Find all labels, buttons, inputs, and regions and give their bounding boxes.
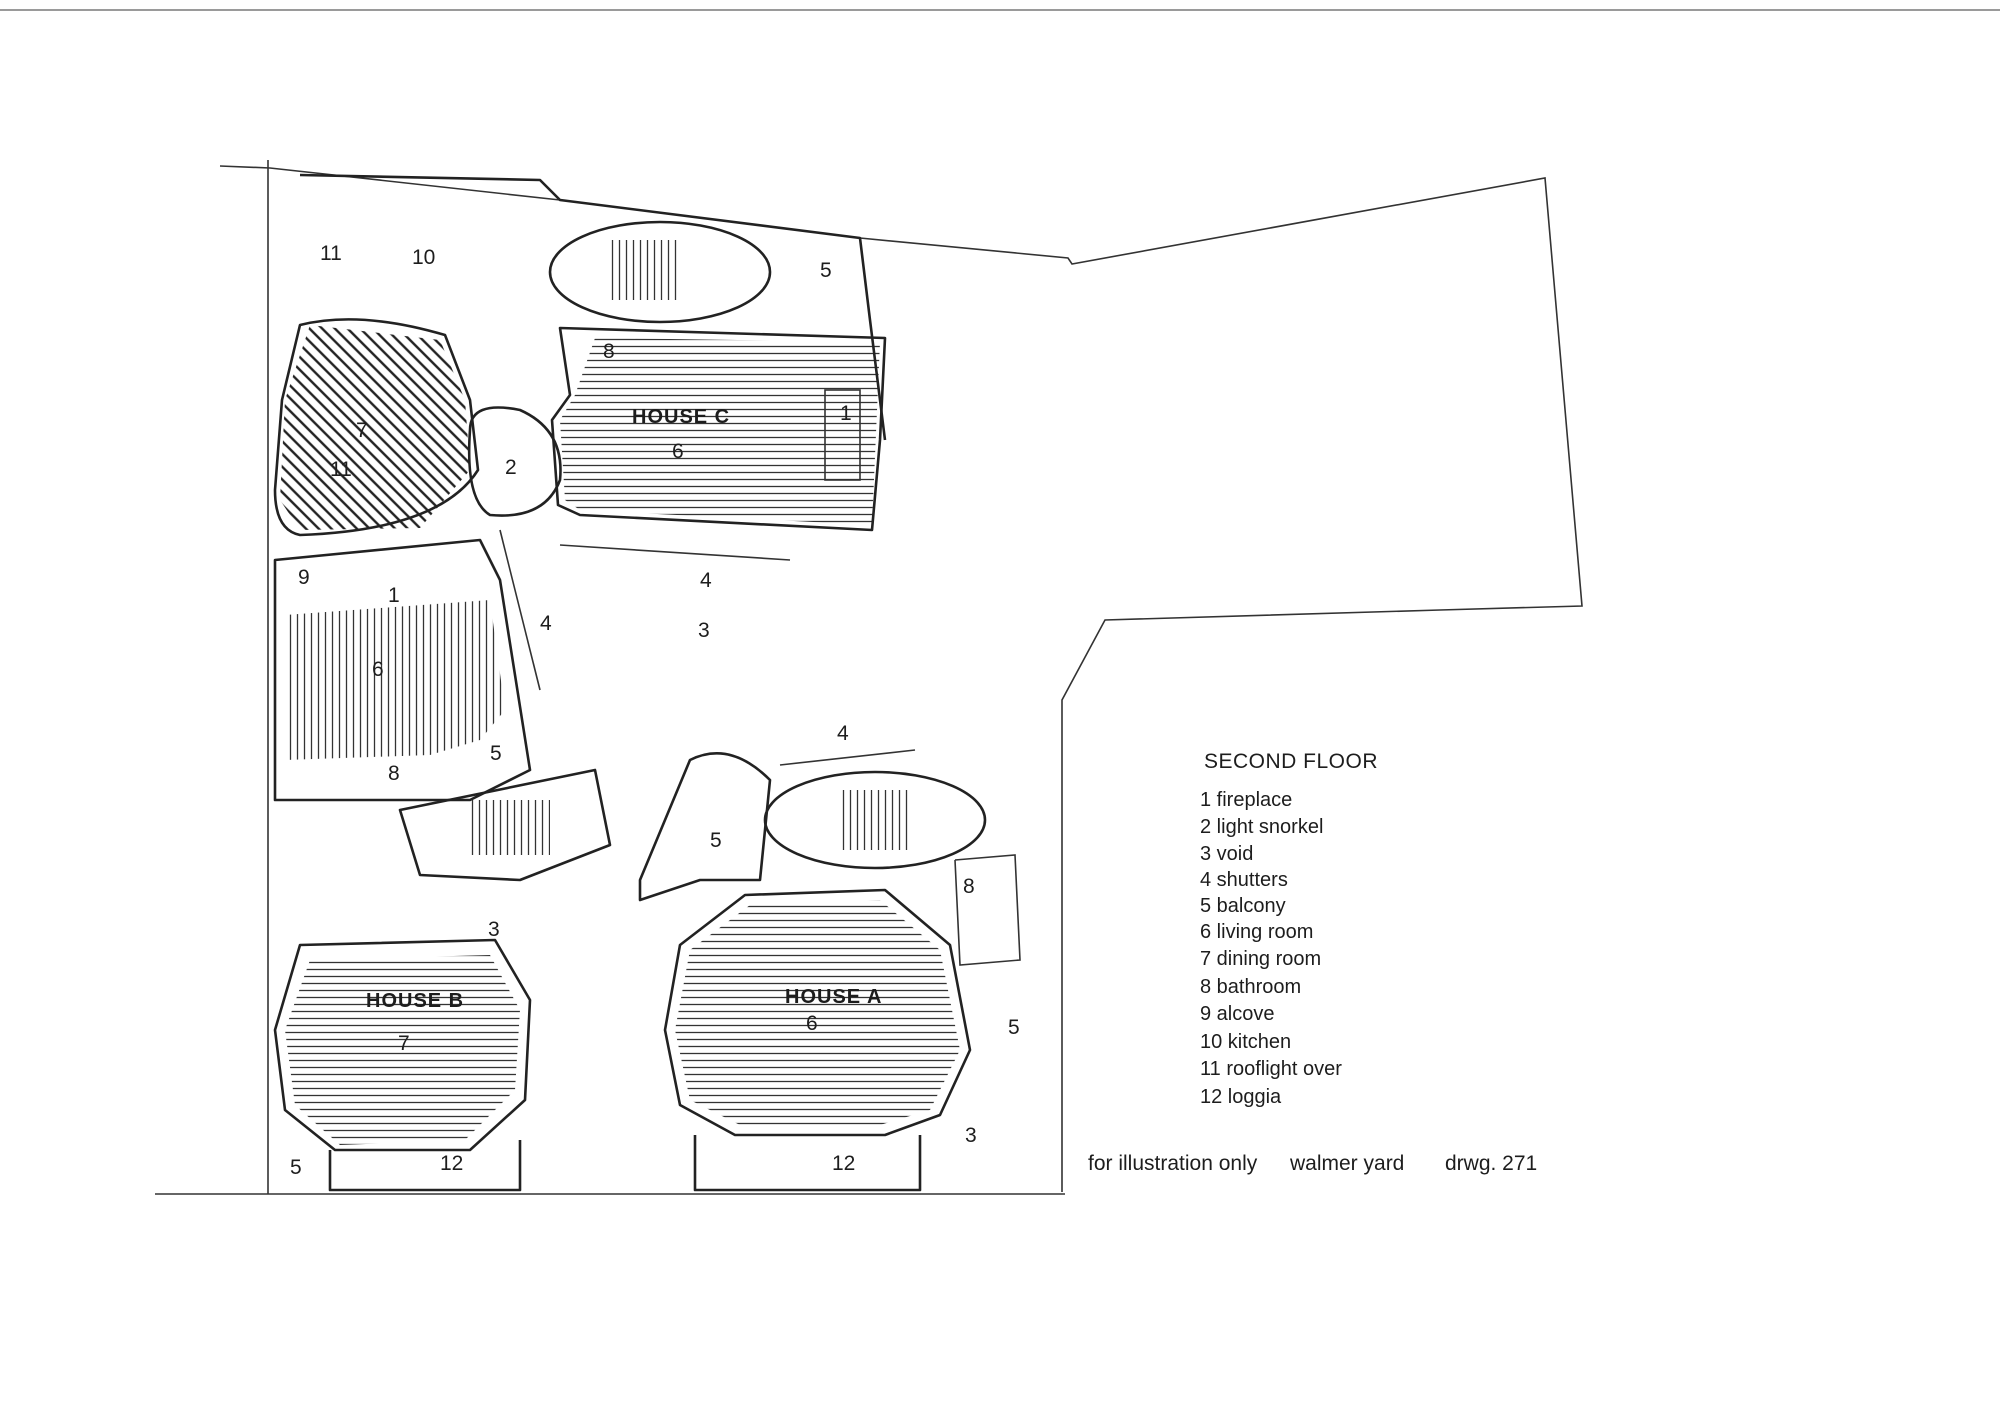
legend-item: 11 rooflight over — [1200, 1058, 1342, 1080]
house-b-stair-hatch — [470, 800, 550, 855]
legend-item: 10 kitchen — [1200, 1031, 1291, 1053]
room-number: 7 — [356, 419, 368, 442]
room-number: 11 — [330, 458, 352, 481]
caption-drawing-number: drwg. 271 — [1445, 1152, 1537, 1175]
legend-item: 5 balcony — [1200, 895, 1286, 917]
house-labels: HOUSE C 6 HOUSE B 7 HOUSE A 6 — [366, 406, 882, 1055]
room-number: 12 — [832, 1152, 855, 1175]
house-a-bathroom — [954, 854, 1021, 966]
room-number: 5 — [490, 742, 502, 765]
house-b-loggia — [328, 1140, 522, 1192]
house-c-dining-wall — [273, 318, 480, 537]
house-c-dining-hatch — [280, 325, 470, 530]
house-b-dining-wall — [273, 938, 532, 1152]
house-b-stair-block — [398, 768, 612, 882]
site-boundary — [219, 165, 1583, 1192]
house-c-shutters — [559, 544, 791, 561]
room-number: 12 — [440, 1152, 463, 1175]
legend-item: 1 fireplace — [1200, 789, 1292, 811]
house-b-living-hatch — [285, 600, 505, 760]
house-label: HOUSE C — [632, 406, 730, 428]
room-number: 3 — [698, 619, 710, 642]
house-c-stair-hatch — [610, 240, 680, 300]
room-number: 4 — [540, 612, 552, 635]
room-number: 4 — [837, 722, 849, 745]
house-c-north-wall — [299, 173, 887, 441]
caption: for illustration only walmer yard drwg. … — [1088, 1152, 1537, 1175]
house-room-number: 6 — [806, 1012, 818, 1035]
legend-item: 6 living room — [1200, 921, 1313, 943]
room-number: 3 — [488, 918, 500, 941]
legend-item: 3 void — [1200, 843, 1253, 865]
house-c-snorkel — [467, 406, 562, 517]
room-number: 5 — [710, 829, 722, 852]
house-b-living-wall — [273, 538, 532, 802]
room-number: 5 — [1008, 1016, 1020, 1039]
room-number: 9 — [298, 566, 310, 589]
house-a-shutters — [779, 749, 916, 766]
caption-note: for illustration only — [1088, 1152, 1258, 1175]
house-b-living-plan — [273, 529, 612, 882]
room-number: 5 — [290, 1156, 302, 1179]
legend-item: 9 alcove — [1200, 1003, 1275, 1025]
house-c-fireplace — [824, 389, 861, 481]
house-room-number: 7 — [398, 1032, 410, 1055]
house-b-dining-plan — [273, 938, 532, 1192]
house-c-living-hatch — [560, 338, 880, 525]
room-number: 10 — [412, 246, 435, 269]
room-number: 8 — [963, 875, 975, 898]
room-number: 6 — [372, 658, 384, 681]
legend: SECOND FLOOR 1 fireplace 2 light snorkel… — [1200, 750, 1378, 1108]
legend-title: SECOND FLOOR — [1204, 750, 1378, 773]
caption-project: walmer yard — [1289, 1152, 1404, 1175]
room-number: 2 — [505, 456, 517, 479]
house-b-dining-hatch — [285, 955, 520, 1145]
house-a-plan — [638, 749, 1021, 1192]
room-number: 8 — [388, 762, 400, 785]
room-number: 11 — [320, 242, 342, 265]
legend-item: 7 dining room — [1200, 948, 1321, 970]
house-c-plan — [273, 173, 887, 561]
house-a-living-hatch — [675, 900, 960, 1125]
room-number: 4 — [700, 569, 712, 592]
house-c-living-wall — [550, 326, 887, 532]
legend-item: 12 loggia — [1200, 1086, 1282, 1108]
house-b-shutters — [499, 529, 541, 691]
house-a-loggia — [693, 1135, 922, 1192]
house-a-stair-hatch — [840, 790, 910, 850]
house-a-living-wall — [663, 888, 972, 1137]
room-number: 5 — [820, 259, 832, 282]
legend-item: 8 bathroom — [1200, 976, 1301, 998]
house-label: HOUSE A — [785, 986, 882, 1008]
room-number: 1 — [840, 402, 852, 425]
room-number: 3 — [965, 1124, 977, 1147]
legend-item: 4 shutters — [1200, 869, 1288, 891]
legend-item: 2 light snorkel — [1200, 816, 1323, 838]
house-label: HOUSE B — [366, 990, 464, 1012]
room-number: 1 — [388, 584, 400, 607]
room-numbers: 11 10 5 7 11 1 2 8 4 3 9 1 6 4 8 5 4 5 3… — [290, 242, 1020, 1179]
house-a-balcony-curve — [638, 752, 772, 902]
house-room-number: 6 — [672, 440, 684, 463]
room-number: 8 — [603, 340, 615, 363]
house-c-stair-ellipse — [548, 220, 772, 324]
